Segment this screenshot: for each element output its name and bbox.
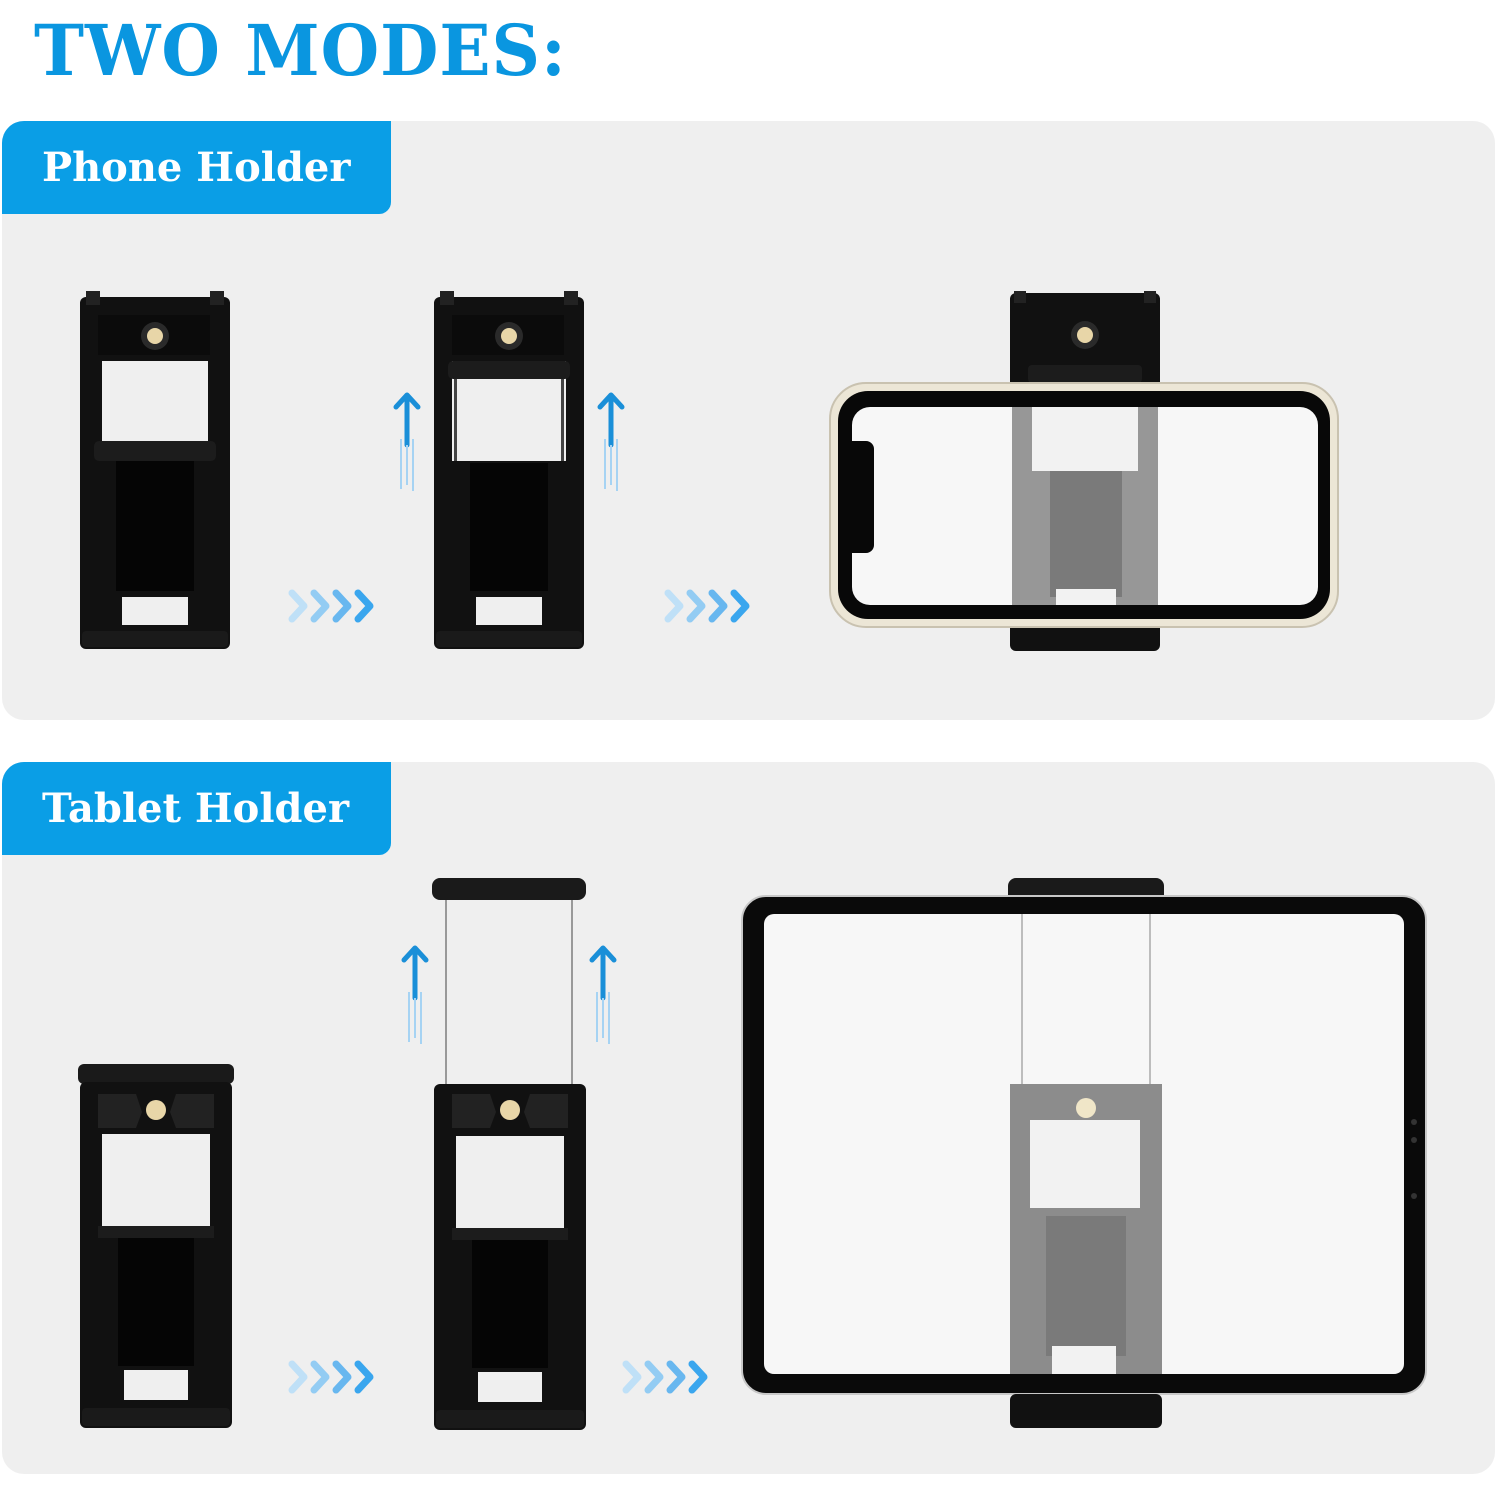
phone-holder-closed-image	[76, 291, 234, 653]
tablet-mounted-image	[740, 876, 1430, 1432]
chevrons-right-icon	[288, 1360, 378, 1394]
phone-holder-extending-image	[430, 291, 588, 653]
chevrons-right-icon	[622, 1360, 712, 1394]
arrow-up-icon	[398, 942, 434, 1046]
tablet-holder-extended-image	[430, 876, 590, 1432]
phone-holder-panel: Phone Holder	[2, 121, 1495, 720]
tablet-holder-panel: Tablet Holder	[2, 762, 1495, 1474]
chevrons-right-icon	[288, 589, 378, 623]
tablet-holder-closed-image	[76, 1064, 236, 1432]
tablet-holder-tab: Tablet Holder	[2, 762, 391, 855]
page-title: TWO MODES:	[34, 9, 567, 92]
arrow-up-icon	[594, 389, 630, 493]
phone-mounted-image	[828, 291, 1340, 655]
phone-holder-tab: Phone Holder	[2, 121, 391, 214]
arrow-up-icon	[586, 942, 622, 1046]
chevrons-right-icon	[664, 589, 754, 623]
arrow-up-icon	[390, 389, 426, 493]
